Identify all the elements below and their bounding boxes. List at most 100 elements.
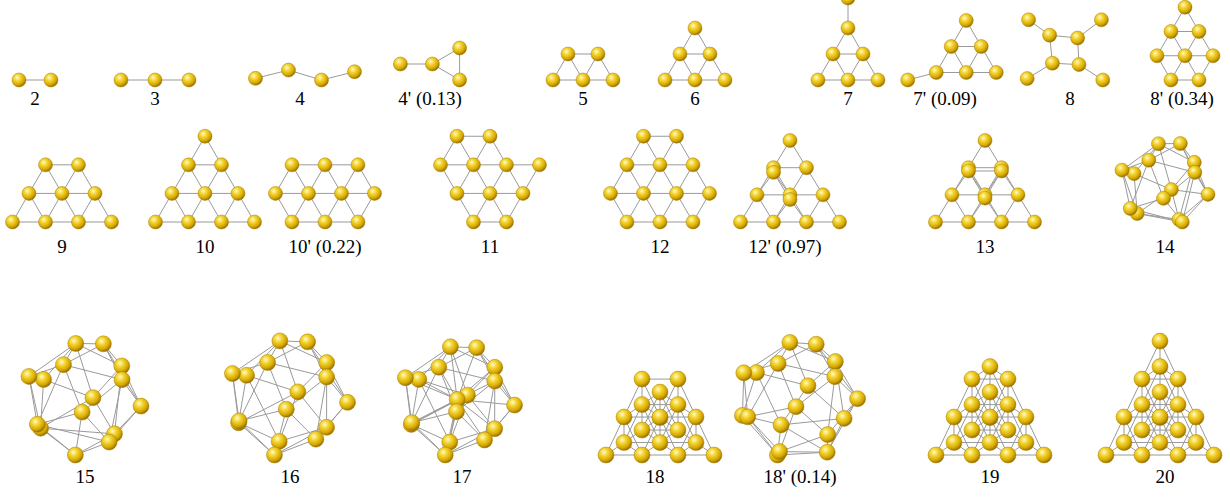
gold-atom: [224, 366, 240, 382]
gold-atom: [431, 359, 447, 375]
gold-atom: [871, 73, 885, 87]
gold-atom: [686, 158, 700, 172]
bond: [29, 343, 76, 376]
cluster-structure: [149, 129, 262, 229]
gold-atom: [836, 410, 852, 426]
gold-atom: [944, 40, 958, 54]
gold-atom: [483, 186, 497, 200]
cluster-structure: [6, 158, 119, 229]
gold-atom: [734, 215, 748, 229]
bond: [41, 428, 115, 434]
gold-atom: [820, 427, 836, 443]
gold-atom: [1152, 409, 1168, 425]
gold-atom: [782, 334, 798, 350]
gold-atom: [616, 409, 632, 425]
cluster-structure: [734, 334, 865, 463]
gold-atom: [1000, 371, 1016, 387]
gold-atom: [995, 164, 1009, 178]
gold-atom: [1151, 137, 1165, 151]
gold-atom: [1192, 73, 1206, 87]
gold-atom: [215, 158, 229, 172]
gold-atom: [56, 357, 72, 373]
gold-atom: [182, 158, 196, 172]
gold-atom: [149, 215, 163, 229]
gold-atom: [546, 73, 560, 87]
gold-atom: [800, 215, 814, 229]
gold-atom: [39, 215, 53, 229]
gold-atom: [437, 447, 453, 463]
gold-atom: [231, 186, 245, 200]
gold-atom: [658, 73, 672, 87]
gold-atom: [1152, 359, 1168, 375]
gold-atom: [1178, 0, 1192, 14]
gold-atom: [788, 399, 804, 415]
bond: [756, 373, 781, 425]
gold-atom: [819, 444, 835, 460]
gold-atom: [165, 186, 179, 200]
gold-atom: [1150, 49, 1164, 63]
cluster-size-label: 12' (0.97): [748, 236, 821, 258]
gold-atom: [290, 384, 306, 400]
gold-atom: [1036, 447, 1052, 463]
gold-atom: [620, 215, 634, 229]
gold-atom: [101, 434, 117, 450]
gold-atom: [653, 158, 667, 172]
gold-atom: [105, 215, 119, 229]
gold-atom: [450, 129, 464, 143]
gold-atom: [487, 373, 503, 389]
gold-atom: [1045, 56, 1059, 70]
gold-atom: [978, 134, 992, 148]
gold-atom: [856, 47, 870, 61]
gold-atom: [688, 73, 702, 87]
cluster-structure: [1150, 0, 1220, 87]
gold-atom: [1072, 58, 1086, 72]
gold-atom: [1127, 167, 1141, 181]
gold-atom: [1096, 73, 1110, 87]
gold-atom: [688, 435, 704, 451]
gold-atom: [1043, 28, 1057, 42]
gold-atom: [901, 73, 915, 87]
gold-atom: [67, 447, 83, 463]
gold-atom: [816, 188, 830, 202]
gold-atom: [841, 0, 855, 5]
gold-atom: [946, 409, 962, 425]
gold-atom: [783, 134, 797, 148]
bond: [816, 344, 857, 398]
gold-atom: [1071, 31, 1085, 45]
cluster-size-label: 14: [1156, 236, 1175, 258]
gold-atom: [319, 369, 335, 385]
gold-atom: [616, 435, 632, 451]
gold-atom: [285, 215, 299, 229]
cluster-structure: [434, 129, 547, 229]
gold-atom: [1116, 409, 1132, 425]
gold-atom: [285, 158, 299, 172]
gold-atom: [516, 186, 530, 200]
gold-atom: [634, 422, 650, 438]
gold-atom: [652, 409, 668, 425]
gold-atom: [783, 192, 797, 206]
gold-atom: [653, 215, 667, 229]
cluster-size-label: 16: [281, 466, 300, 488]
cluster-size-label: 11: [481, 236, 499, 258]
cluster-size-label: 19: [981, 466, 1000, 488]
cluster-size-label: 9: [57, 236, 67, 258]
gold-atom: [72, 158, 86, 172]
gold-atom: [773, 417, 789, 433]
cluster-size-label: 13: [976, 236, 995, 258]
gold-atom: [1011, 188, 1025, 202]
gold-atom: [1142, 153, 1156, 167]
gold-atom: [929, 215, 943, 229]
cluster-structure: [1115, 137, 1215, 229]
cluster-structure: [604, 129, 717, 229]
gold-atom: [198, 129, 212, 143]
gold-atom: [340, 394, 356, 410]
gold-atom: [772, 444, 788, 460]
cluster-structure: [811, 0, 885, 87]
cluster-size-label: 7: [843, 88, 853, 110]
gold-atom: [1178, 49, 1192, 63]
bond: [64, 365, 123, 380]
gold-atom: [1116, 435, 1132, 451]
gold-atom: [442, 339, 458, 355]
gold-atom: [982, 435, 998, 451]
